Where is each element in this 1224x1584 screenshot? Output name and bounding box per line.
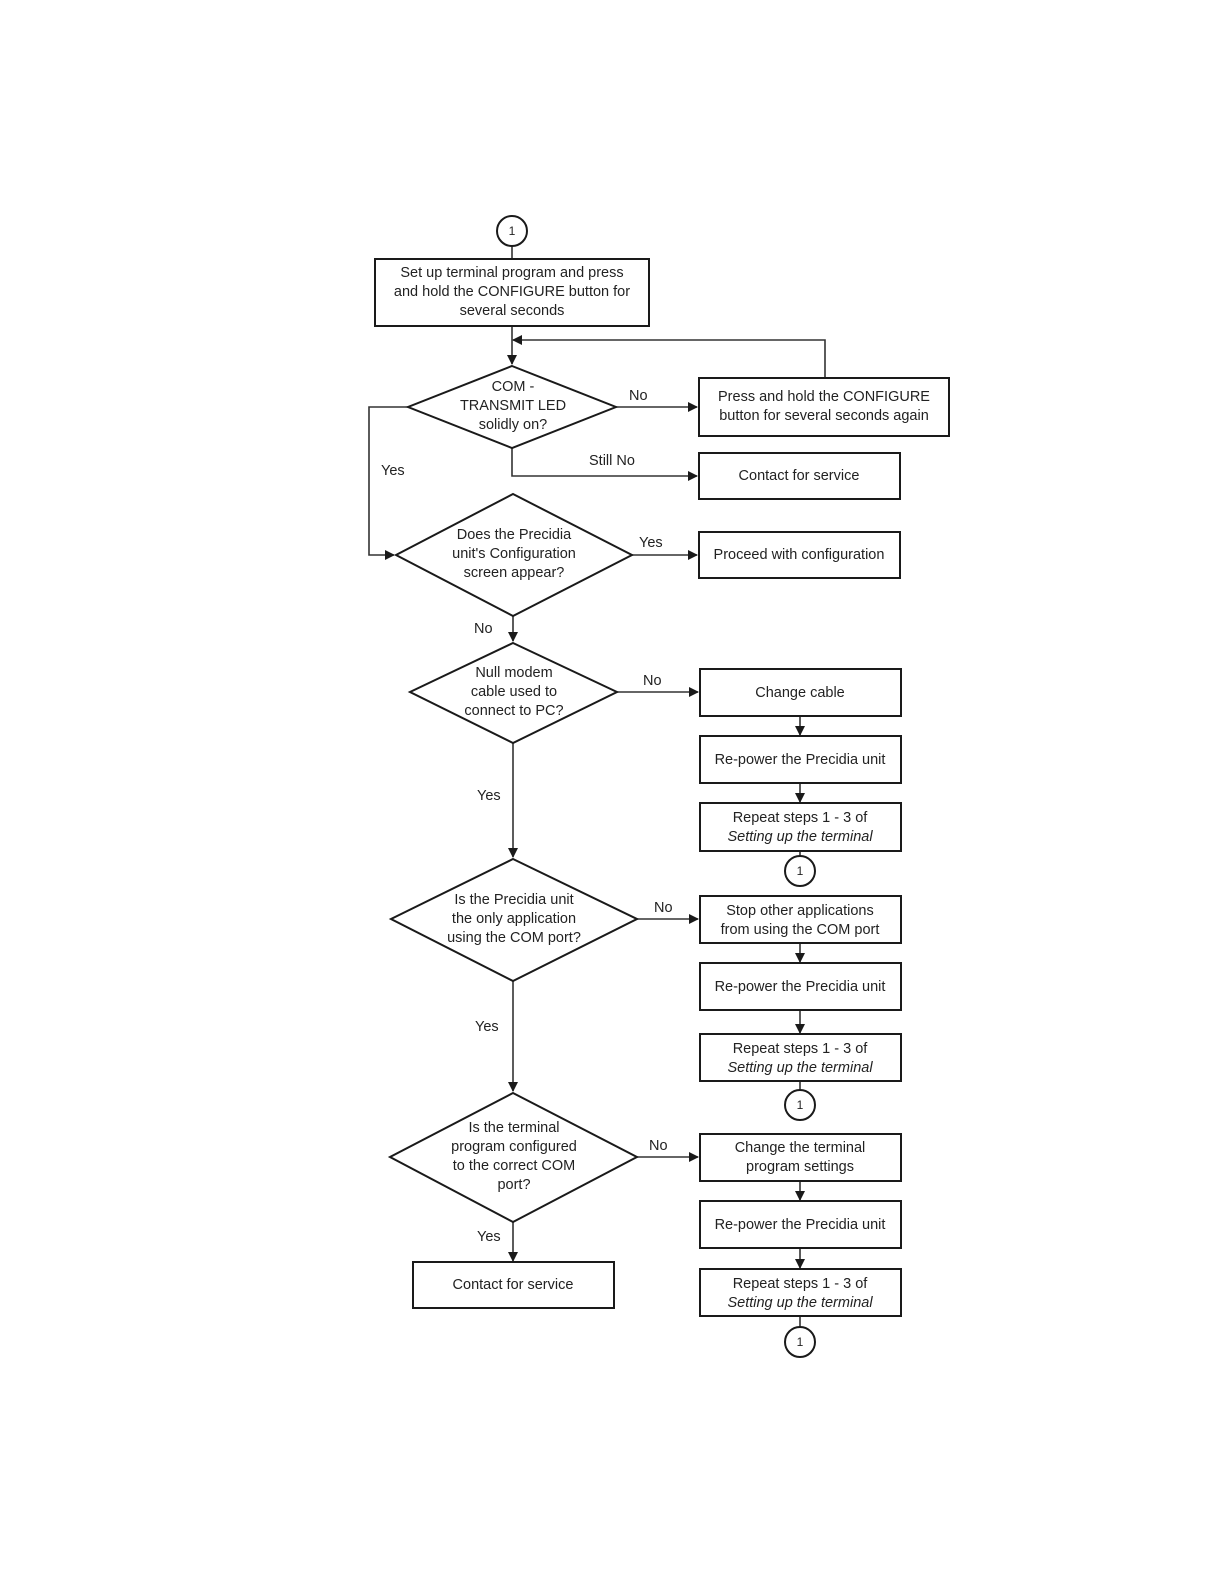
step-text-line: Proceed with configuration bbox=[714, 547, 885, 563]
decision-transmit-led: COM - TRANSMIT LED solidly on? bbox=[405, 364, 619, 450]
edge-labels: No Still No Yes Yes No No Yes No Yes No … bbox=[381, 388, 673, 1245]
step-stop-applications: Stop other applications from using the C… bbox=[699, 895, 902, 944]
decision-text-line: solidly on? bbox=[479, 417, 548, 433]
step-contact-service-final: Contact for service bbox=[412, 1261, 615, 1309]
step-text-line: from using the COM port bbox=[721, 922, 880, 938]
decision-text-line: the only application bbox=[452, 911, 576, 927]
edge-label-still-no: Still No bbox=[589, 453, 635, 469]
step-press-again: Press and hold the CONFIGURE button for … bbox=[698, 377, 950, 437]
step-change-settings: Change the terminal program settings bbox=[699, 1133, 902, 1182]
connector-label: 1 bbox=[797, 1098, 804, 1112]
decision-text-line: unit's Configuration bbox=[452, 546, 576, 562]
step-repower-3: Re-power the Precidia unit bbox=[699, 1200, 902, 1249]
edge-label-yes: Yes bbox=[477, 788, 501, 804]
decision-text-line: program configured bbox=[451, 1139, 577, 1155]
edge-label-no: No bbox=[654, 900, 673, 916]
decision-text-line: to the correct COM bbox=[453, 1158, 575, 1174]
edge-decision1-yes bbox=[368, 406, 408, 560]
step-text-line: Re-power the Precidia unit bbox=[715, 1217, 886, 1233]
edge-label-no: No bbox=[643, 673, 662, 689]
edge-label-yes: Yes bbox=[475, 1019, 499, 1035]
connector-return-1: 1 bbox=[784, 855, 816, 887]
step-text-line: Re-power the Precidia unit bbox=[715, 979, 886, 995]
decision-text-line: connect to PC? bbox=[464, 703, 563, 719]
connector-label: 1 bbox=[509, 224, 516, 238]
step-text-line: Stop other applications bbox=[726, 903, 874, 919]
decision-text-line: cable used to bbox=[471, 684, 557, 700]
step-text-line: program settings bbox=[746, 1159, 854, 1175]
decision-text-line: Null modem bbox=[475, 665, 552, 681]
step-text-line: Repeat steps 1 - 3 of bbox=[733, 1041, 869, 1057]
decision-text-line: TRANSMIT LED bbox=[460, 398, 566, 414]
decision-correct-com-port: Is the terminal program configured to th… bbox=[387, 1091, 640, 1224]
decision-text-line: Does the Precidia bbox=[457, 527, 572, 543]
decision-text-line: Is the Precidia unit bbox=[454, 892, 573, 908]
connector-return-2: 1 bbox=[784, 1089, 816, 1121]
connector-label: 1 bbox=[797, 864, 804, 878]
decision-only-application: Is the Precidia unit the only applicatio… bbox=[388, 857, 640, 983]
edge-label-yes: Yes bbox=[381, 463, 405, 479]
edge-label-yes: Yes bbox=[639, 535, 663, 551]
step-setup-terminal: Set up terminal program and press and ho… bbox=[374, 258, 650, 327]
step-text-line: Contact for service bbox=[453, 1277, 574, 1293]
step-text-line: and hold the CONFIGURE button for bbox=[394, 284, 630, 300]
decision-text-line: COM - bbox=[492, 379, 535, 395]
decision-text-line: screen appear? bbox=[464, 565, 565, 581]
connector-label: 1 bbox=[797, 1335, 804, 1349]
decision-text-line: Is the terminal bbox=[468, 1120, 559, 1136]
connector-return-3: 1 bbox=[784, 1326, 816, 1358]
step-change-cable: Change cable bbox=[699, 668, 902, 717]
step-text-line: several seconds bbox=[460, 303, 565, 319]
step-repower-1: Re-power the Precidia unit bbox=[699, 735, 902, 784]
step-text-line: Change cable bbox=[755, 685, 845, 701]
step-text-line: Setting up the terminal bbox=[727, 1295, 873, 1311]
step-text-line: Press and hold the CONFIGURE bbox=[718, 389, 930, 405]
step-text-line: Contact for service bbox=[739, 468, 860, 484]
step-text-line: Set up terminal program and press bbox=[400, 265, 623, 281]
edge-retry-loop bbox=[512, 335, 826, 378]
decision-text-line: using the COM port? bbox=[447, 930, 581, 946]
decision-null-modem: Null modem cable used to connect to PC? bbox=[407, 641, 620, 745]
step-proceed-configuration: Proceed with configuration bbox=[698, 531, 901, 579]
step-text-line: Setting up the terminal bbox=[727, 1060, 873, 1076]
step-text-line: Repeat steps 1 - 3 of bbox=[733, 810, 869, 826]
decision-text-line: port? bbox=[497, 1177, 530, 1193]
step-text-line: Re-power the Precidia unit bbox=[715, 752, 886, 768]
connector-start: 1 bbox=[496, 215, 528, 247]
step-repower-2: Re-power the Precidia unit bbox=[699, 962, 902, 1011]
decision-config-screen: Does the Precidia unit's Configuration s… bbox=[393, 492, 635, 618]
step-repeat-3: Repeat steps 1 - 3 of Setting up the ter… bbox=[699, 1268, 902, 1317]
step-repeat-2: Repeat steps 1 - 3 of Setting up the ter… bbox=[699, 1033, 902, 1082]
edge-label-no: No bbox=[649, 1138, 668, 1154]
step-text-line: button for several seconds again bbox=[719, 408, 929, 424]
step-text-line: Setting up the terminal bbox=[727, 829, 873, 845]
edge-label-no: No bbox=[474, 621, 493, 637]
edge-label-yes: Yes bbox=[477, 1229, 501, 1245]
edge-decision1-still-no bbox=[511, 448, 698, 481]
step-text-line: Repeat steps 1 - 3 of bbox=[733, 1276, 869, 1292]
edge-label-no: No bbox=[629, 388, 648, 404]
step-repeat-1: Repeat steps 1 - 3 of Setting up the ter… bbox=[699, 802, 902, 852]
flow-lines bbox=[368, 246, 826, 1328]
step-contact-service: Contact for service bbox=[698, 452, 901, 500]
step-text-line: Change the terminal bbox=[735, 1140, 866, 1156]
